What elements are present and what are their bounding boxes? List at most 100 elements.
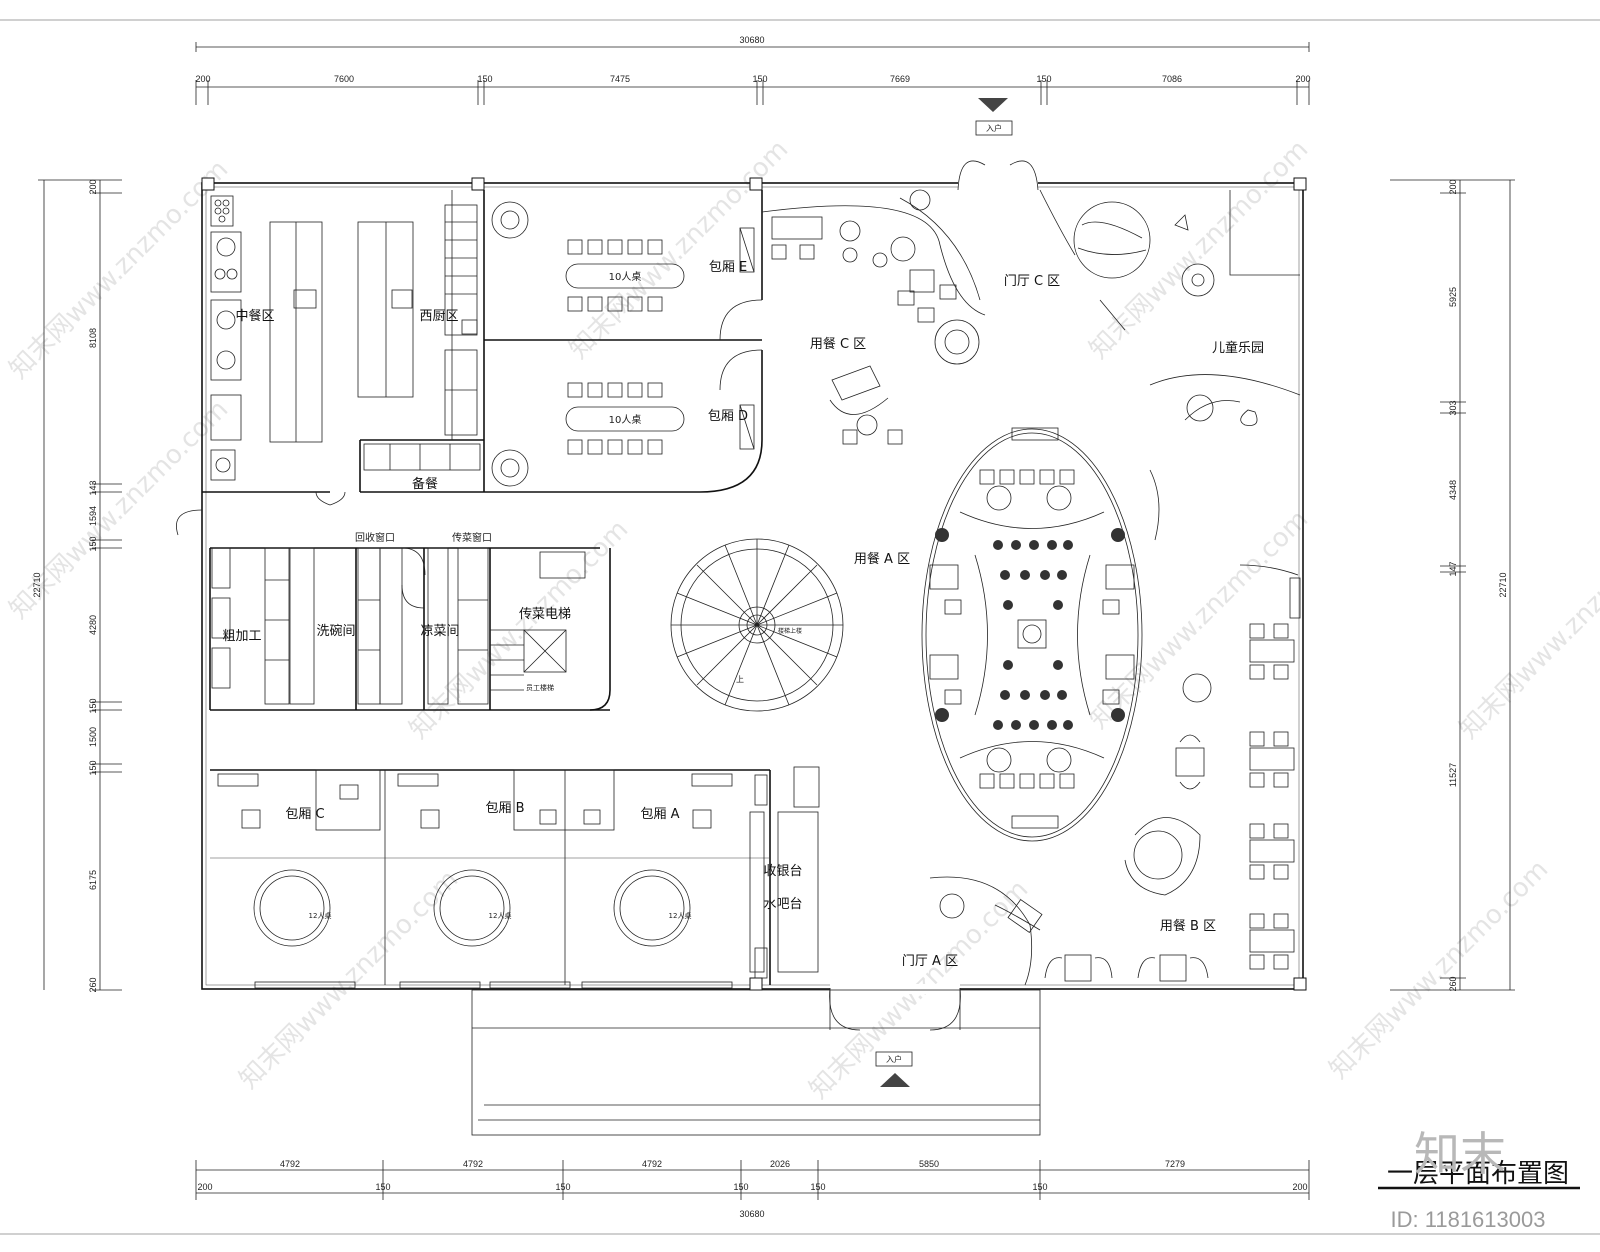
room-label-lobby-c: 门厅 C 区	[1004, 274, 1060, 289]
dim-right-seg: 303	[1448, 400, 1458, 415]
label-staff-stair: 员工楼梯	[526, 683, 554, 692]
watermark: 知末网www.znzmo.com	[564, 134, 795, 365]
dim-bottom-seg: 4792	[463, 1159, 483, 1169]
kitchen-walls	[202, 190, 485, 493]
room-label-water-bar: 水吧台	[763, 897, 802, 912]
dim-left-seg: 150	[88, 536, 98, 551]
dim-top-seg: 7600	[334, 74, 354, 84]
left-dimensions	[38, 179, 122, 991]
dim-top-seg: 150	[752, 74, 767, 84]
table-label-12-a: 12人桌	[669, 911, 692, 920]
door-room-e	[719, 299, 763, 341]
room-label-cashier: 收银台	[763, 864, 802, 879]
dim-left-seg: 8108	[88, 328, 98, 348]
room-label-chinese-kitchen: 中餐区	[235, 308, 274, 324]
private-rooms-cba-furniture	[217, 766, 820, 979]
prep-counter	[363, 443, 481, 471]
dim-bottom-seg: 150	[555, 1182, 570, 1192]
door-room-d	[719, 349, 763, 391]
room-label-private-d: 包厢 D	[708, 409, 748, 424]
dim-top-seg: 7669	[890, 74, 910, 84]
bottom-dimensions	[195, 1160, 1310, 1200]
top-entrance-door	[957, 160, 1039, 191]
spiral-staircase	[670, 538, 844, 712]
top-entrance-marker: 入户	[975, 98, 1013, 136]
private-rooms-cba-walls	[210, 769, 771, 985]
watermark: 知末网www.znzmo.com	[4, 154, 235, 385]
top-dimensions	[195, 42, 1310, 105]
room-label-private-a: 包厢 A	[640, 807, 679, 822]
dim-left-seg: 4280	[88, 615, 98, 635]
dim-bottom-seg: 7279	[1165, 1159, 1185, 1169]
room-label-rough-prep: 粗加工	[222, 629, 261, 644]
top-entrance-label: 入户	[986, 123, 1002, 133]
dim-bottom-seg: 150	[1032, 1182, 1047, 1192]
kids-park	[1039, 189, 1301, 426]
dim-bottom-seg: 4792	[642, 1159, 662, 1169]
room-label-cold-dish: 凉菜间	[420, 624, 459, 639]
watermark: 知末网www.znzmo.com	[1084, 134, 1315, 365]
service-equipment	[211, 547, 586, 705]
dim-left-total: 22710	[32, 572, 42, 597]
dim-right-seg: 260	[1448, 976, 1458, 991]
id-label: ID: 1181613003	[1391, 1207, 1546, 1232]
dining-a-oval	[921, 427, 1143, 842]
dim-top-seg: 150	[477, 74, 492, 84]
watermark: 知末网www.znzmo.com	[1324, 854, 1555, 1085]
room-label-private-e: 包厢 E	[709, 260, 747, 275]
brand-logo: 知末	[1414, 1127, 1506, 1181]
dim-right-seg: 147	[1448, 561, 1458, 576]
dim-bottom-seg: 5850	[919, 1159, 939, 1169]
dim-bottom-seg: 2026	[770, 1159, 790, 1169]
outer-walls	[201, 177, 1307, 991]
dining-c-furniture	[761, 197, 986, 445]
room-label-dining-c: 用餐 C 区	[810, 336, 866, 352]
table-label-room-e: 10人桌	[609, 270, 642, 283]
label-return-window: 回收窗口	[355, 531, 395, 544]
dim-right-seg: 200	[1448, 179, 1458, 194]
dim-top-seg: 150	[1036, 74, 1051, 84]
dim-bottom-total: 30680	[739, 1209, 764, 1219]
dim-left-seg: 6175	[88, 870, 98, 890]
room-label-private-b: 包厢 B	[485, 801, 524, 816]
dim-left-seg: 1594	[88, 506, 98, 526]
dim-bottom-seg: 4792	[280, 1159, 300, 1169]
room-label-private-c: 包厢 C	[285, 807, 324, 822]
bottom-entrance-marker: 入户	[875, 1051, 913, 1087]
dim-right-seg: 11527	[1448, 763, 1458, 787]
plants-decor	[491, 189, 1214, 919]
dim-left-seg: 150	[88, 760, 98, 775]
dim-bottom-seg: 150	[810, 1182, 825, 1192]
side-door	[176, 509, 203, 536]
dim-top-total: 30680	[739, 35, 764, 45]
table-label-room-d: 10人桌	[609, 413, 642, 426]
chinese-kitchen-equipment	[210, 195, 478, 481]
label-pass-window: 传菜窗口	[452, 531, 492, 544]
dim-left-seg: 200	[88, 179, 98, 194]
table-label-12-c: 12人桌	[309, 911, 332, 920]
dim-top-seg: 200	[1295, 74, 1310, 84]
room-label-dining-a: 用餐 A 区	[854, 551, 910, 567]
dining-a-plants	[935, 528, 1125, 730]
watermark: 知末网www.znzmo.com	[1454, 514, 1600, 745]
bottom-windows	[254, 981, 733, 989]
dim-bottom-seg: 150	[733, 1182, 748, 1192]
room-label-dish-wash: 洗碗间	[316, 623, 355, 639]
bottom-entrance-label: 入户	[886, 1054, 902, 1064]
dim-bottom-seg: 200	[197, 1182, 212, 1192]
stair-up-label: 上	[736, 675, 744, 684]
dim-top-seg: 7086	[1162, 74, 1182, 84]
dim-left-seg: 1500	[88, 727, 98, 747]
room-label-dining-b: 用餐 B 区	[1160, 918, 1216, 934]
right-dimensions	[1390, 179, 1515, 991]
dim-top-seg: 200	[195, 74, 210, 84]
watermark: 知末网www.znzmo.com	[234, 864, 465, 1095]
dim-left-seg: 143	[88, 480, 98, 495]
dim-top-seg: 7475	[610, 74, 630, 84]
room-label-prep: 备餐	[412, 476, 438, 492]
drawing-title: 一层平面布置图	[1387, 1159, 1569, 1189]
dim-left-seg: 150	[88, 698, 98, 713]
top-entrance-gap	[958, 180, 1038, 190]
dim-right-total: 22710	[1498, 572, 1508, 597]
